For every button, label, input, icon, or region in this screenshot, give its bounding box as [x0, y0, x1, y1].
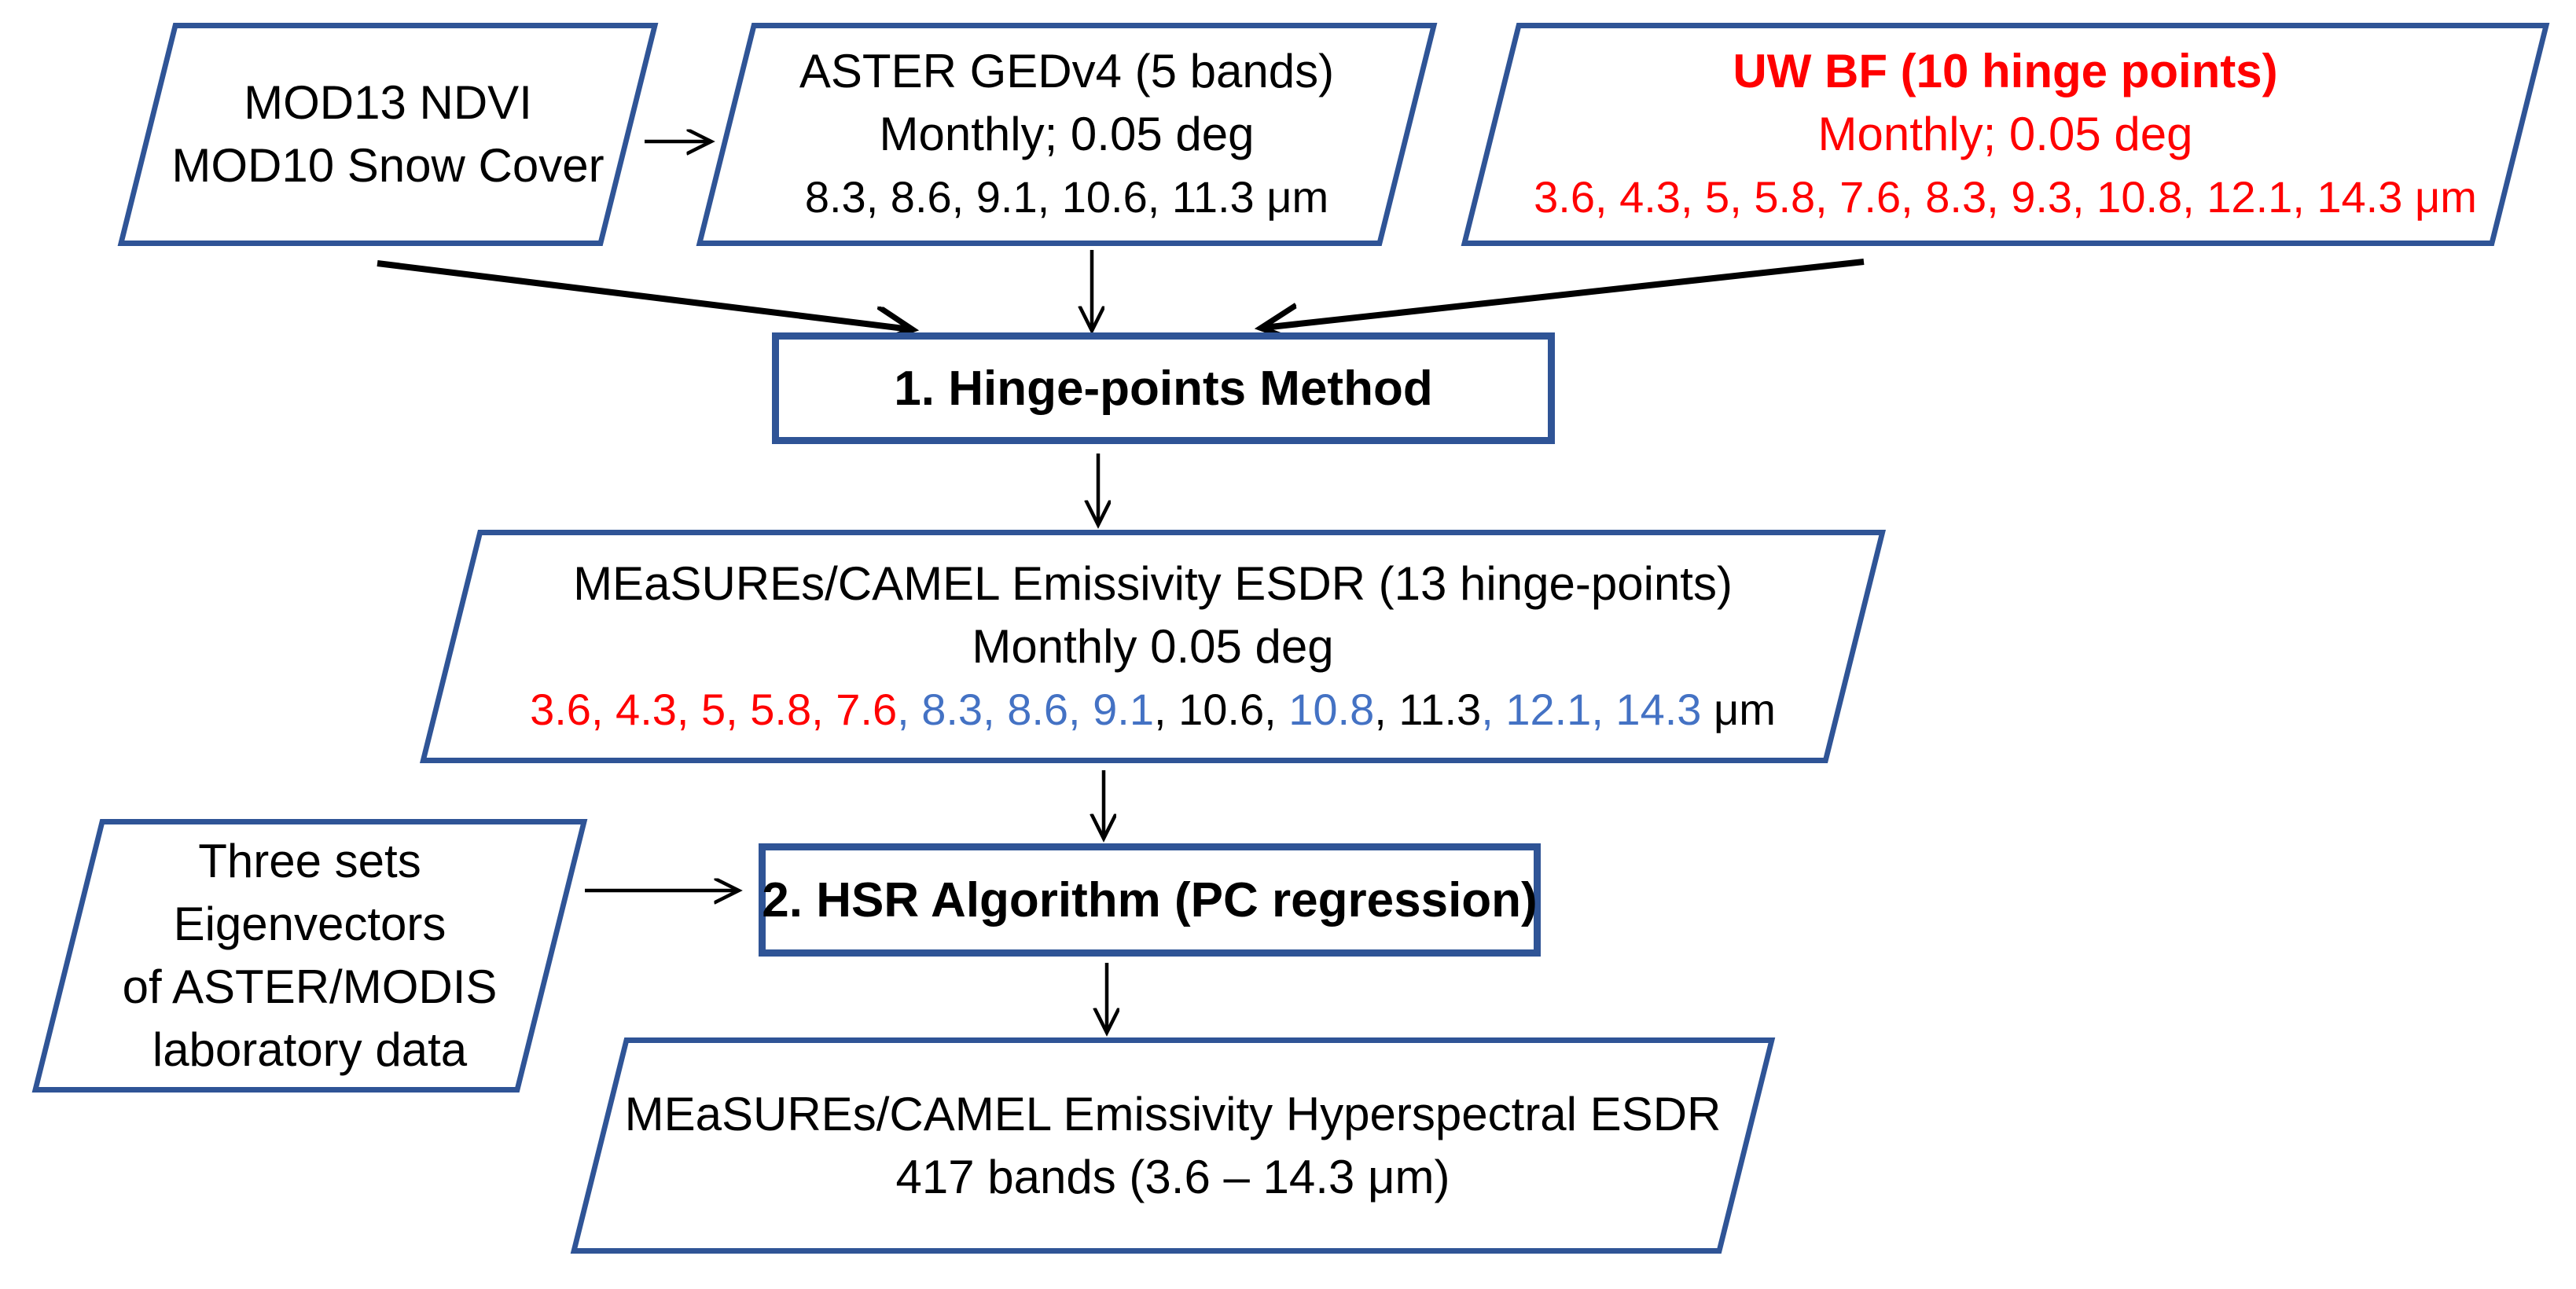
eigen-line-4: laboratory data: [152, 1023, 468, 1076]
node-uw-bf: UW BF (10 hinge points) Monthly; 0.05 de…: [1461, 23, 2550, 246]
arrow-uwbf-to-step1: [1263, 259, 1865, 328]
node-aster-gedv4: ASTER GEDv4 (5 bands) Monthly; 0.05 deg …: [696, 23, 1438, 246]
eigen-line-3: of ASTER/MODIS: [122, 960, 498, 1013]
node-mod-inputs-content: MOD13 NDVI MOD10 Snow Cover: [151, 28, 625, 241]
node-eigenvectors-content: Three sets Eigenvectors of ASTER/MODIS l…: [72, 824, 548, 1087]
step2-label: 2. HSR Algorithm (PC regression): [762, 872, 1538, 927]
node-eigenvectors: Three sets Eigenvectors of ASTER/MODIS l…: [31, 819, 588, 1093]
node-step1-hinge-points-method: 1. Hinge-points Method: [772, 332, 1555, 444]
node-aster-gedv4-content: ASTER GEDv4 (5 bands) Monthly; 0.05 deg …: [729, 28, 1404, 241]
camel-wavelength-segment: 3.6, 4.3, 5, 5.8, 7.6: [530, 684, 898, 734]
camel-wavelength-segment: , 8.3, 8.6, 9.1: [897, 684, 1155, 734]
aster-line-2: Monthly; 0.05 deg: [879, 108, 1255, 160]
uwbf-wavelengths: 3.6, 4.3, 5, 5.8, 7.6, 8.3, 9.3, 10.8, 1…: [1534, 172, 2477, 222]
node-hyperspectral-esdr: MEaSUREs/CAMEL Emissivity Hyperspectral …: [570, 1037, 1776, 1254]
uwbf-line-2: Monthly; 0.05 deg: [1817, 108, 2193, 160]
node-mod-inputs: MOD13 NDVI MOD10 Snow Cover: [117, 23, 659, 246]
camel-line-2: Monthly 0.05 deg: [972, 619, 1334, 673]
eigen-line-1: Three sets: [198, 835, 421, 887]
camel-line-1: MEaSUREs/CAMEL Emissivity ESDR (13 hinge…: [573, 556, 1733, 610]
eigen-line-2: Eigenvectors: [173, 898, 446, 950]
mod-line-1: MOD13 NDVI: [244, 76, 532, 129]
node-camel-esdr-13-content: MEaSUREs/CAMEL Emissivity ESDR (13 hinge…: [454, 535, 1851, 758]
node-step2-hsr-algorithm: 2. HSR Algorithm (PC regression): [759, 843, 1541, 957]
hyper-line-1: MEaSUREs/CAMEL Emissivity Hyperspectral …: [624, 1087, 1722, 1140]
aster-wavelengths: 8.3, 8.6, 9.1, 10.6, 11.3 μm: [804, 172, 1329, 222]
aster-line-1: ASTER GEDv4 (5 bands): [799, 45, 1335, 97]
node-uw-bf-content: UW BF (10 hinge points) Monthly; 0.05 de…: [1494, 28, 2516, 241]
camel-wavelength-segment: , 11.3: [1374, 684, 1482, 734]
camel-wavelengths: 3.6, 4.3, 5, 5.8, 7.6, 8.3, 8.6, 9.1, 10…: [530, 678, 1776, 741]
arrow-mod-to-step1: [377, 260, 910, 329]
step1-label: 1. Hinge-points Method: [894, 361, 1433, 416]
hyper-line-2: 417 bands (3.6 – 14.3 μm): [895, 1150, 1450, 1203]
camel-wavelength-segment: , 12.1, 14.3: [1481, 684, 1702, 734]
camel-wavelength-segment: 10.8: [1288, 684, 1375, 734]
camel-wavelength-segment: μm: [1701, 684, 1776, 734]
node-camel-esdr-13: MEaSUREs/CAMEL Emissivity ESDR (13 hinge…: [419, 530, 1887, 763]
mod-line-2: MOD10 Snow Cover: [171, 139, 604, 192]
uwbf-title: UW BF (10 hinge points): [1733, 45, 2278, 97]
camel-wavelength-segment: , 10.6,: [1154, 684, 1289, 734]
node-hyperspectral-esdr-content: MEaSUREs/CAMEL Emissivity Hyperspectral …: [603, 1043, 1743, 1248]
